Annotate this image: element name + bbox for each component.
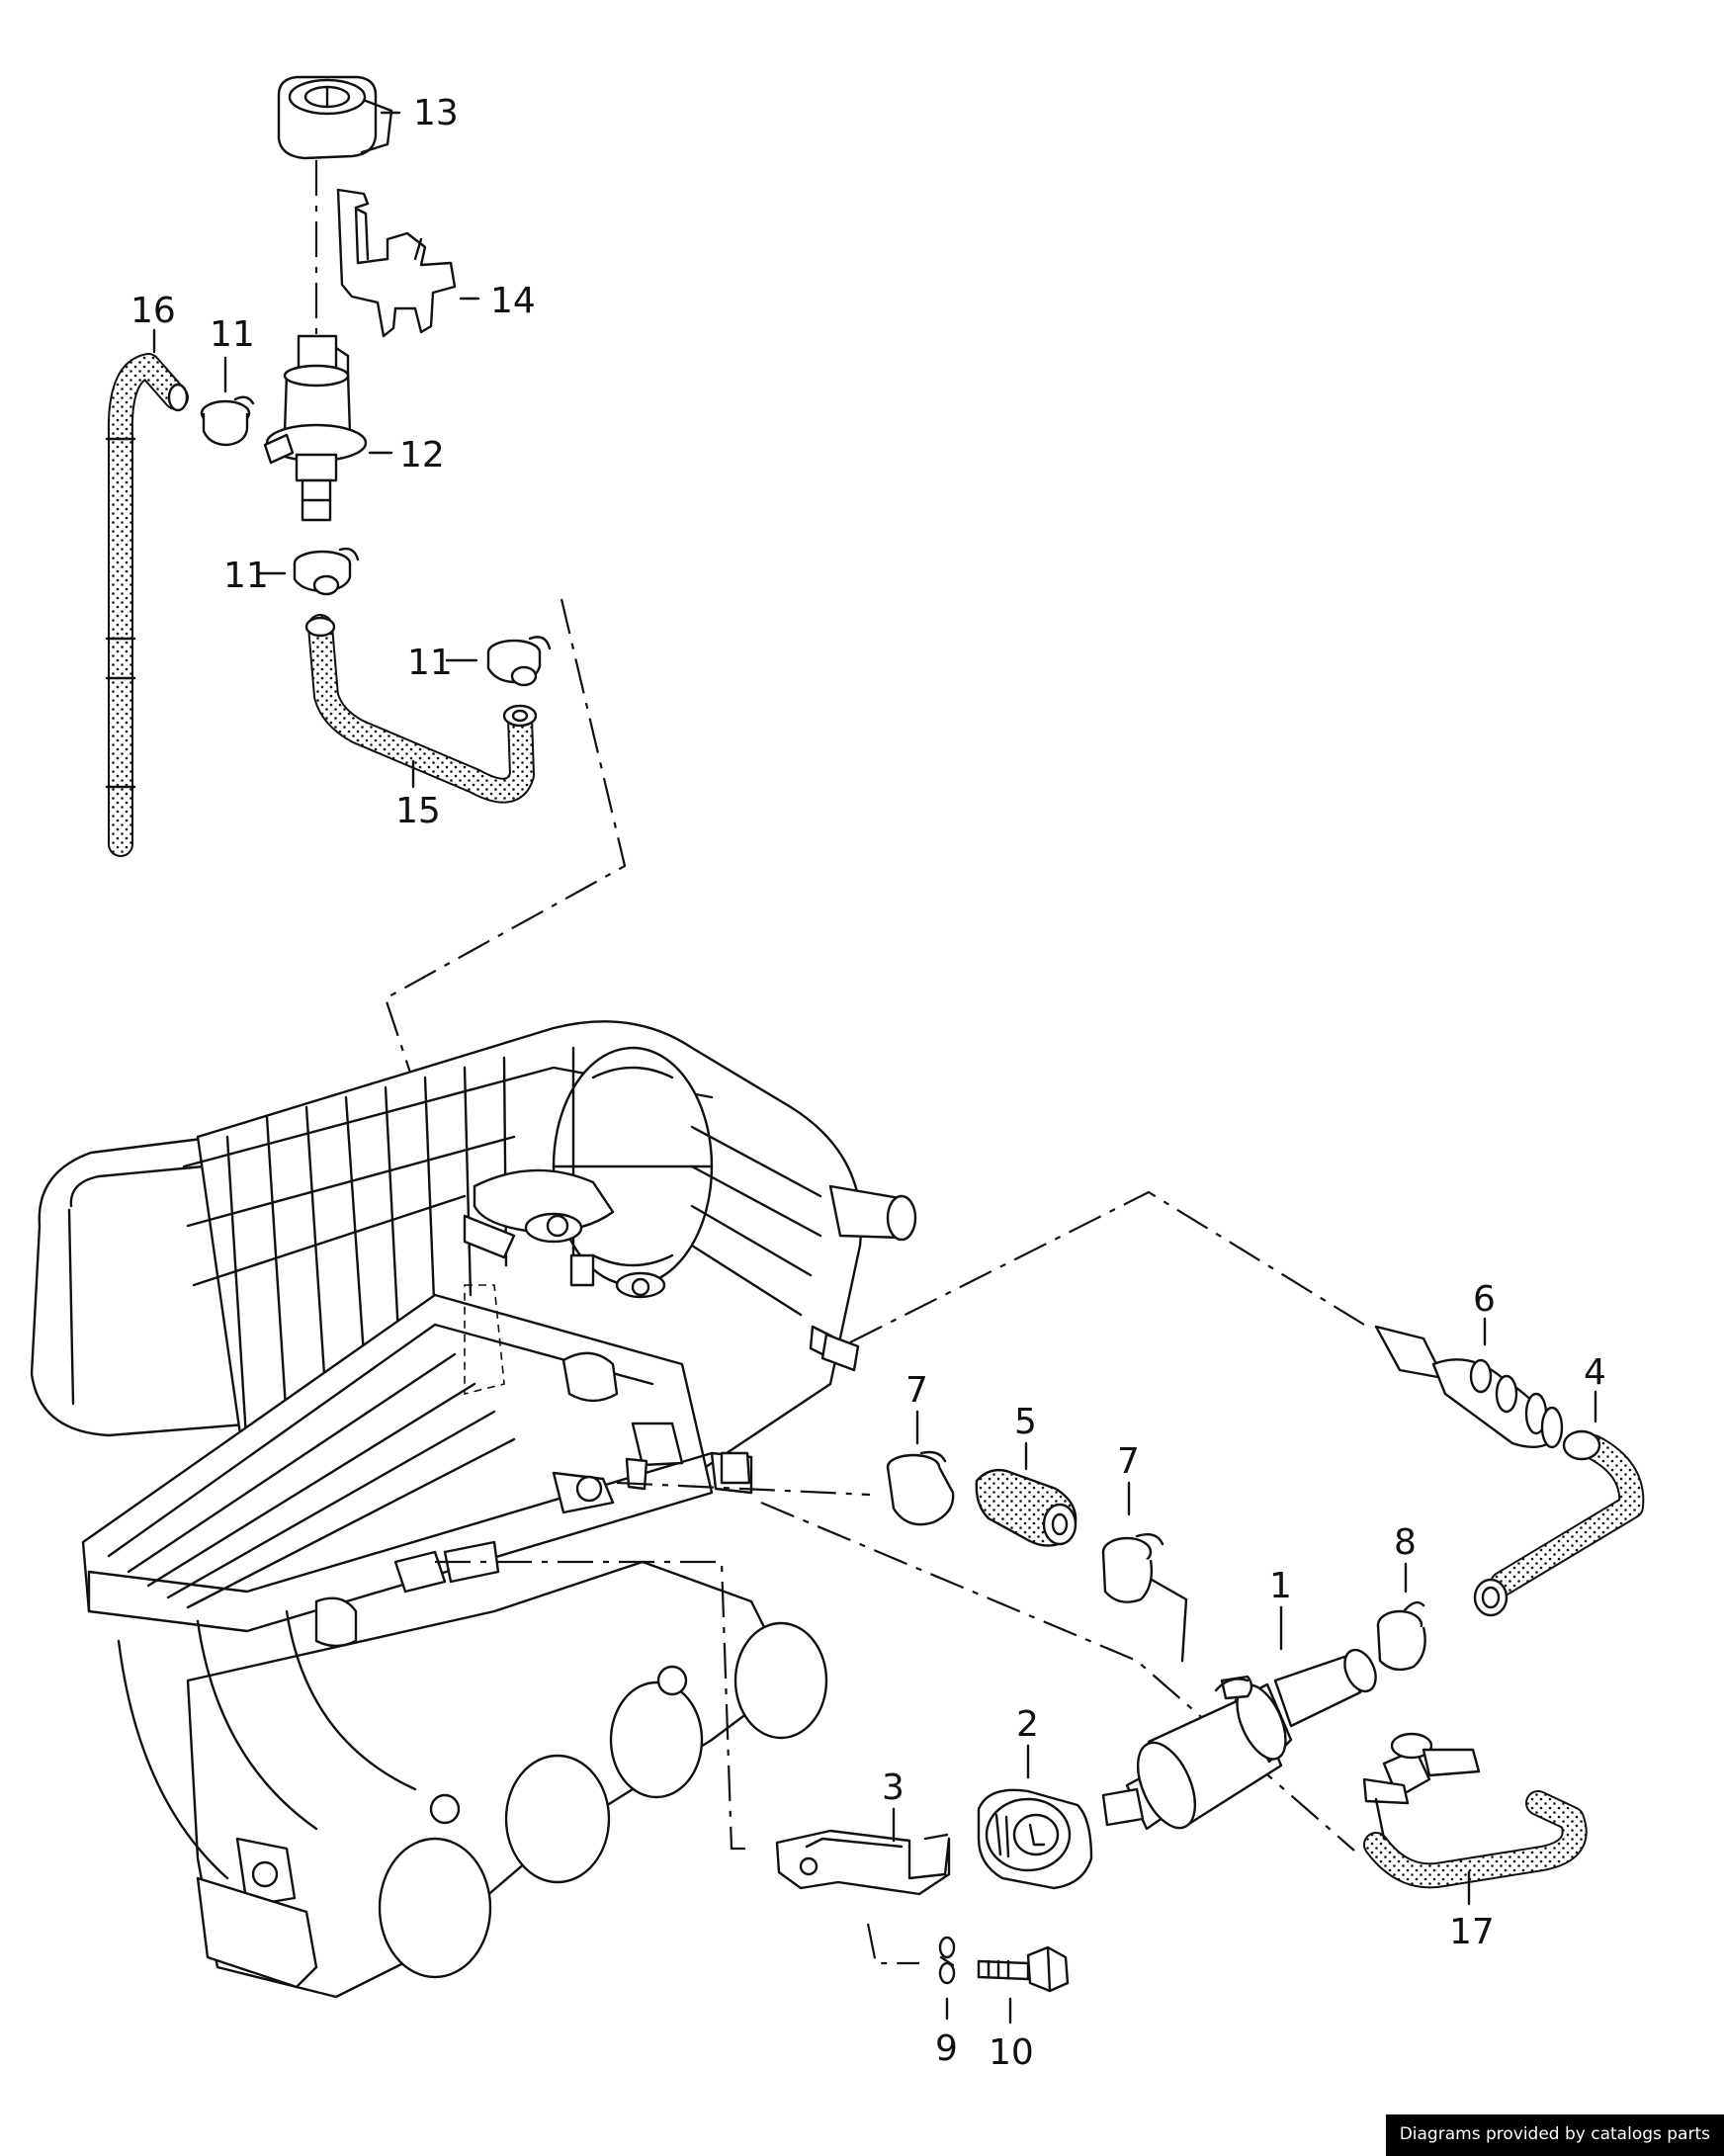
part-10-bolt bbox=[977, 1945, 1070, 1993]
callout-1: 1 bbox=[1269, 1566, 1292, 1606]
callout-12: 12 bbox=[399, 435, 445, 475]
callout-4: 4 bbox=[1584, 1352, 1606, 1393]
part-2-grommet bbox=[977, 1788, 1093, 1890]
callout-11-upper: 11 bbox=[210, 314, 255, 355]
callout-14: 14 bbox=[490, 281, 536, 321]
part-13-connector-cap bbox=[277, 75, 393, 160]
callout-15: 15 bbox=[395, 791, 441, 831]
part-11-hose-clamp-middle bbox=[293, 547, 360, 596]
intake-manifold bbox=[30, 1020, 917, 1999]
callout-7-left: 7 bbox=[905, 1370, 928, 1411]
callout-17: 17 bbox=[1449, 1912, 1495, 1952]
credit-banner: Diagrams provided by catalogs parts bbox=[1385, 2114, 1724, 2156]
callout-5: 5 bbox=[1014, 1402, 1037, 1442]
part-3-bracket bbox=[775, 1829, 951, 1896]
part-14-bracket bbox=[336, 188, 457, 338]
part-7-hose-clamp-left bbox=[886, 1450, 955, 1526]
part-17-vacuum-line-assembly bbox=[1362, 1732, 1588, 1889]
part-11-hose-clamp-right bbox=[486, 636, 552, 687]
callout-10: 10 bbox=[989, 2032, 1034, 2073]
part-1-check-valve bbox=[1101, 1648, 1377, 1831]
part-5-short-hose bbox=[975, 1468, 1078, 1547]
part-7-hose-clamp-right bbox=[1101, 1533, 1164, 1603]
part-15-formed-hose bbox=[304, 614, 538, 804]
callout-8: 8 bbox=[1394, 1522, 1417, 1563]
callout-7-right: 7 bbox=[1117, 1441, 1140, 1482]
part-12-solenoid-valve bbox=[263, 334, 368, 522]
part-11-hose-clamp-upper bbox=[200, 395, 255, 447]
callout-13: 13 bbox=[413, 93, 459, 133]
callout-6: 6 bbox=[1473, 1279, 1496, 1320]
callout-11-middle: 11 bbox=[223, 556, 269, 596]
part-4-molded-hose bbox=[1473, 1429, 1645, 1617]
callout-3: 3 bbox=[882, 1768, 905, 1808]
part-6-hose-fitting bbox=[1374, 1325, 1564, 1449]
callout-11-right: 11 bbox=[407, 643, 453, 683]
callout-2: 2 bbox=[1016, 1704, 1039, 1745]
callout-16: 16 bbox=[130, 291, 176, 331]
part-8-hose-clamp bbox=[1376, 1600, 1426, 1672]
part-9-spring-washer bbox=[938, 1936, 956, 1985]
callout-9: 9 bbox=[935, 2028, 958, 2069]
part-16-vacuum-hose bbox=[105, 353, 189, 857]
